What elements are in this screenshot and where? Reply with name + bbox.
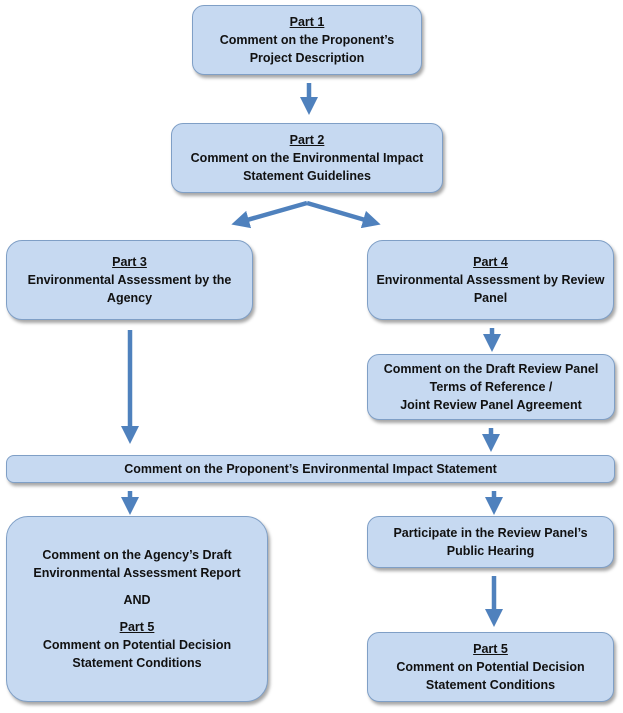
part1-line2: Project Description xyxy=(249,51,365,65)
part4-line2: Panel xyxy=(473,291,508,305)
part3-line2: Agency xyxy=(106,291,153,305)
agency-report-line3: Comment on Potential Decision xyxy=(42,638,232,652)
part5-line1: Comment on Potential Decision xyxy=(396,660,585,674)
part3-box: Part 3 Environmental Assessment by the A… xyxy=(6,240,253,320)
agency-report-line4: Statement Conditions xyxy=(72,656,202,670)
arrow-split-left xyxy=(231,200,308,229)
part5-label: Part 5 xyxy=(473,642,508,656)
hearing-line2: Public Hearing xyxy=(446,544,535,558)
draft-tor-line2: Terms of Reference / xyxy=(429,380,553,394)
eis-line1: Comment on the Proponent’s Environmental… xyxy=(124,462,497,476)
part4-label: Part 4 xyxy=(473,255,508,269)
part2-line2: Statement Guidelines xyxy=(243,169,371,183)
part3-label: Part 3 xyxy=(112,255,147,269)
part5-line2: Statement Conditions xyxy=(425,678,556,692)
hearing-box: Participate in the Review Panel’s Public… xyxy=(367,516,614,568)
part1-label: Part 1 xyxy=(289,15,325,29)
part2-box: Part 2 Comment on the Environmental Impa… xyxy=(171,123,443,193)
part1-box: Part 1 Comment on the Proponent’s Projec… xyxy=(192,5,422,75)
part3-line1: Environmental Assessment by the xyxy=(27,273,232,287)
part2-line1: Comment on the Environmental Impact xyxy=(190,151,424,165)
agency-report-part5-label: Part 5 xyxy=(119,620,155,634)
hearing-line1: Participate in the Review Panel’s xyxy=(393,526,588,540)
eis-box: Comment on the Proponent’s Environmental… xyxy=(6,455,615,483)
agency-report-box: Comment on the Agency’s Draft Environmen… xyxy=(6,516,268,702)
draft-tor-line3: Joint Review Panel Agreement xyxy=(400,398,582,412)
agency-report-line2: Environmental Assessment Report xyxy=(33,566,241,580)
agency-report-and: AND xyxy=(123,593,151,607)
part4-line1: Environmental Assessment by Review xyxy=(376,273,605,287)
agency-report-line1: Comment on the Agency’s Draft xyxy=(42,548,232,562)
part4-box: Part 4 Environmental Assessment by Revie… xyxy=(367,240,614,320)
part5-box: Part 5 Comment on Potential Decision Sta… xyxy=(367,632,614,702)
arrow-split-right xyxy=(306,200,381,229)
part1-line1: Comment on the Proponent’s xyxy=(219,33,395,47)
draft-tor-box: Comment on the Draft Review Panel Terms … xyxy=(367,354,615,420)
draft-tor-line1: Comment on the Draft Review Panel xyxy=(383,362,599,376)
part2-label: Part 2 xyxy=(289,133,325,147)
